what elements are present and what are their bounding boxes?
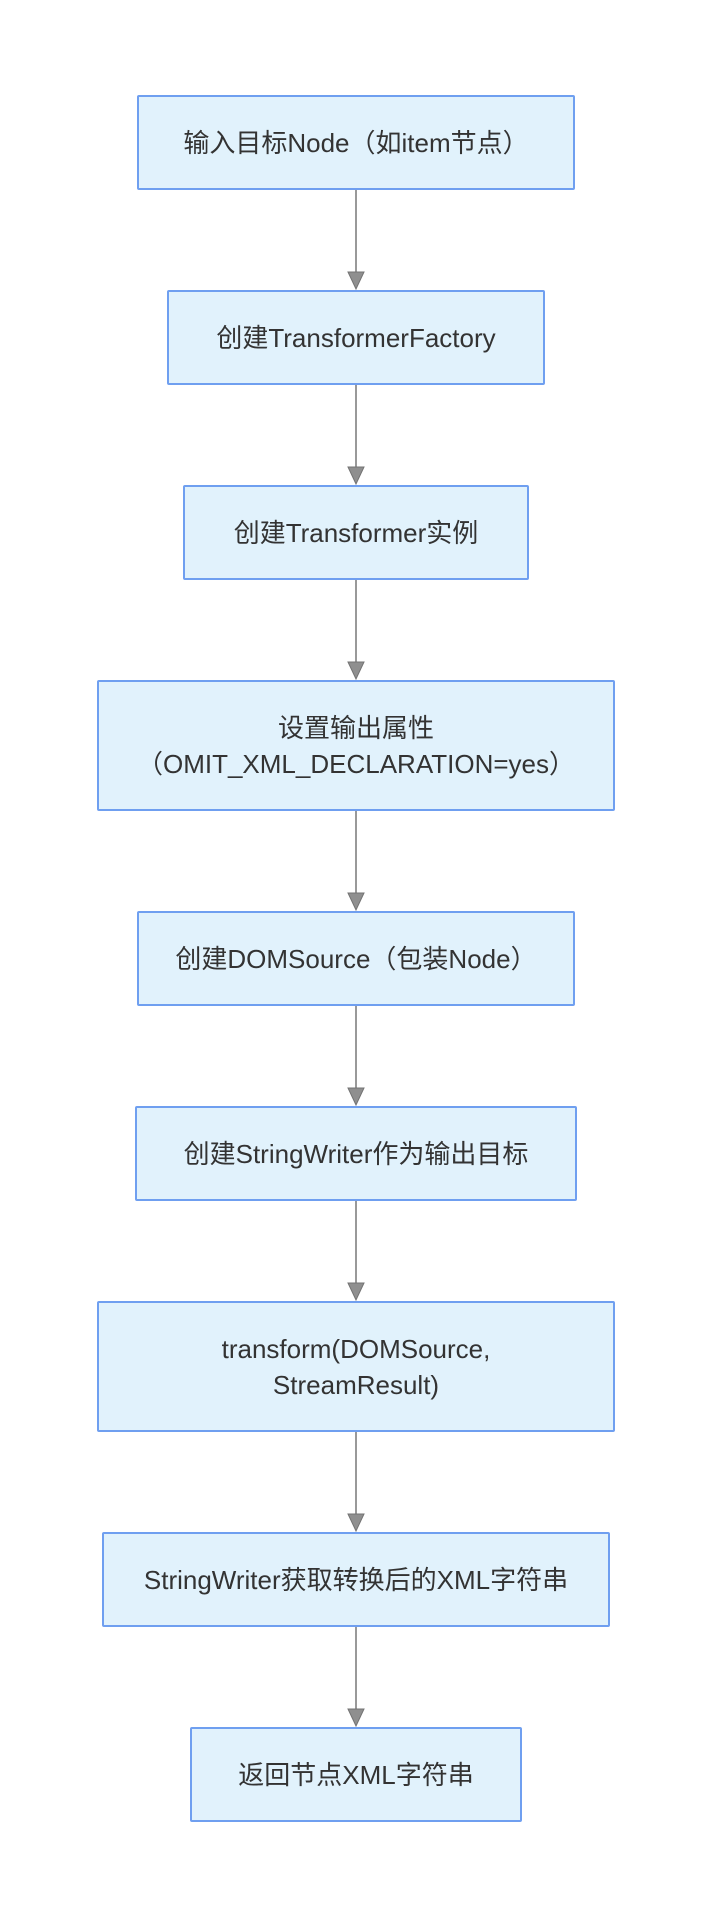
node-label-line: 设置输出属性: [277, 712, 434, 743]
flow-arrow: [347, 1201, 365, 1301]
flowchart-node-set-output-property: 设置输出属性 （OMIT_XML_DECLARATION=yes）: [97, 680, 615, 811]
node-label-line: （OMIT_XML_DECLARATION=yes）: [136, 748, 575, 779]
flow-arrow: [347, 385, 365, 485]
node-label-line: StringWriter获取转换后的XML字符串: [143, 1564, 569, 1595]
node-label-line: 创建Transformer实例: [233, 517, 479, 548]
flowchart-node-transform-call: transform(DOMSource, StreamResult): [97, 1301, 615, 1432]
flow-arrow: [347, 1627, 365, 1727]
flow-arrow: [347, 580, 365, 680]
flowchart-node-create-stringwriter: 创建StringWriter作为输出目标: [135, 1106, 577, 1201]
flowchart-node-input-target: 输入目标Node（如item节点）: [137, 95, 575, 190]
flowchart-node-create-domsource: 创建DOMSource（包装Node）: [137, 911, 575, 1006]
node-label-line: 创建StringWriter作为输出目标: [183, 1138, 529, 1169]
flow-arrow: [347, 1006, 365, 1106]
flow-arrow: [347, 1432, 365, 1532]
node-label-line: StreamResult): [272, 1369, 440, 1400]
node-label-line: 创建TransformerFactory: [216, 322, 496, 353]
node-label-line: 返回节点XML字符串: [238, 1759, 474, 1790]
flowchart-node-create-transformerfactory: 创建TransformerFactory: [167, 290, 545, 385]
flowchart-node-create-transformer: 创建Transformer实例: [183, 485, 529, 580]
node-label-line: transform(DOMSource,: [221, 1333, 491, 1364]
flow-arrow: [347, 190, 365, 290]
node-label-line: 输入目标Node（如item节点）: [183, 127, 529, 158]
flowchart-node-stringwriter-get-xml: StringWriter获取转换后的XML字符串: [102, 1532, 610, 1627]
flowchart-node-return-xml-string: 返回节点XML字符串: [190, 1727, 522, 1822]
flow-arrow: [347, 811, 365, 911]
node-label-line: 创建DOMSource（包装Node）: [175, 943, 537, 974]
